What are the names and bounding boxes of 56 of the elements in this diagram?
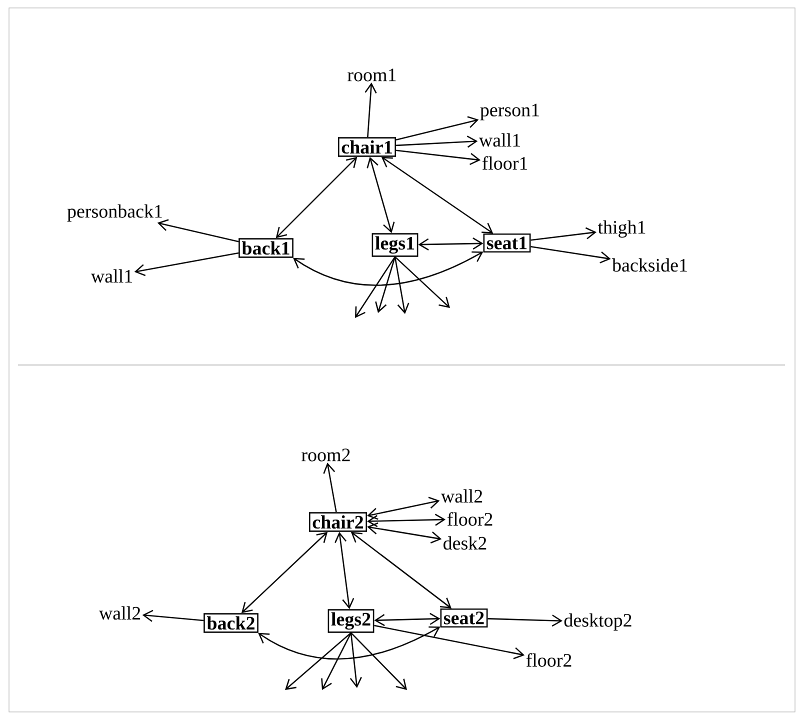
arrow [367, 496, 440, 520]
part-label: floor2 [447, 512, 492, 526]
arrow [350, 632, 407, 690]
arrow [530, 227, 597, 241]
arrow [394, 256, 410, 314]
arrow [355, 256, 396, 318]
part-box: back2 [204, 613, 258, 633]
part-box: chair2 [309, 512, 367, 532]
arrow [323, 462, 337, 512]
arrow [142, 610, 204, 622]
arrow [241, 532, 328, 614]
part-label: room1 [348, 68, 396, 82]
arrow [394, 256, 450, 308]
part-label: thigh1 [598, 220, 646, 238]
arrow [258, 626, 440, 660]
part-label: floor1 [482, 156, 528, 170]
arrow [276, 156, 358, 238]
arrow [293, 251, 484, 286]
arrow [530, 246, 611, 264]
arrow [364, 82, 377, 138]
arrow [374, 612, 440, 626]
part-label: person1 [480, 104, 539, 120]
arrow [396, 136, 478, 148]
part-label: desktop2 [564, 613, 632, 631]
arrow [334, 532, 354, 610]
part-label: desk2 [444, 536, 486, 550]
part-box: back1 [238, 238, 294, 258]
arrow [418, 238, 484, 250]
arrow [321, 632, 352, 690]
arrow [367, 522, 442, 544]
part-label: wall1 [90, 269, 132, 283]
arrow [366, 156, 395, 234]
part-box: legs2 [328, 609, 374, 633]
part-label: wall2 [98, 606, 140, 620]
arrow [488, 614, 562, 627]
part-box: legs1 [372, 233, 418, 257]
arrow [285, 632, 352, 690]
part-box: seat1 [483, 233, 531, 252]
part-label: wall1 [478, 133, 520, 147]
arrow [350, 532, 452, 608]
arrow [396, 150, 481, 166]
arrow [374, 624, 525, 660]
arrow [157, 219, 239, 242]
arrow [350, 632, 362, 688]
part-label: floor2 [526, 653, 572, 667]
part-box: seat2 [440, 608, 488, 628]
part-label: room2 [302, 448, 350, 462]
arrow [375, 256, 396, 313]
part-box: chair1 [338, 137, 396, 157]
part-label: backside1 [612, 258, 687, 272]
arrow [367, 514, 446, 528]
part-label: personback1 [67, 204, 162, 222]
arrow [396, 116, 479, 141]
arrow [381, 156, 494, 234]
part-label: wall2 [440, 489, 482, 503]
arrow [134, 252, 239, 276]
